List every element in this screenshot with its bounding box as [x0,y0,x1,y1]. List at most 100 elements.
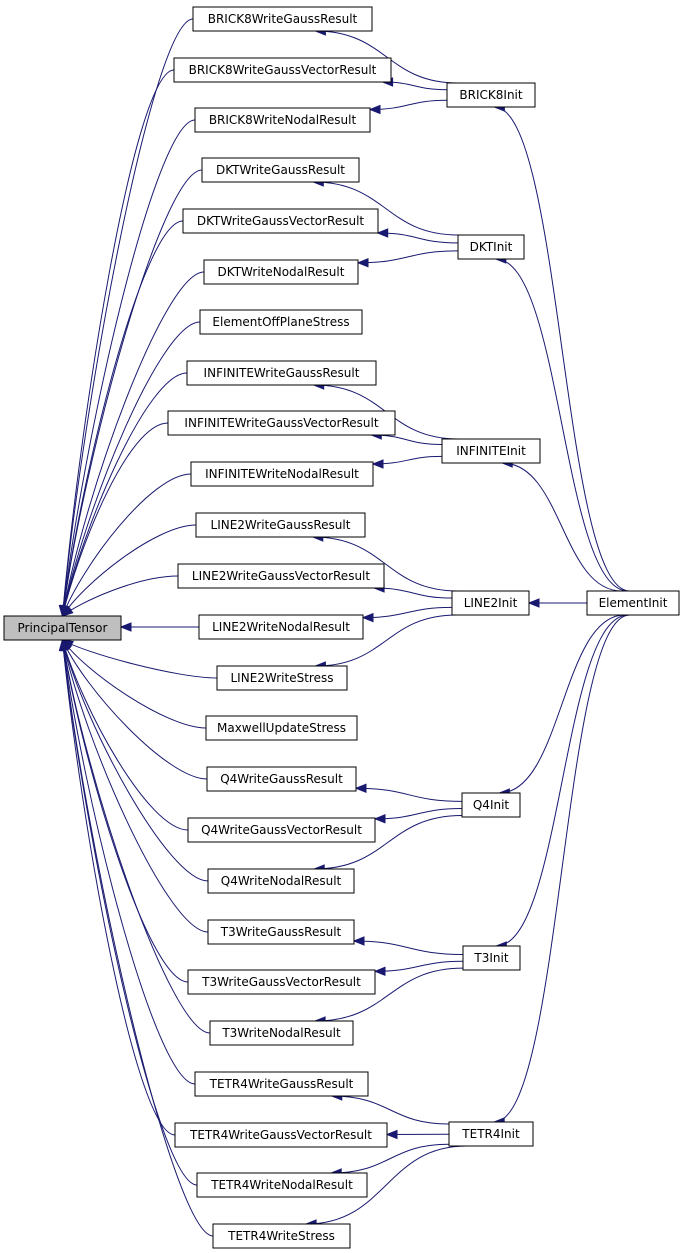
edge-line [312,536,459,592]
node-line2-write-gauss-vector-result[interactable]: LINE2WriteGaussVectorResult [177,563,385,589]
node-q4-init[interactable]: Q4Init [461,792,521,818]
svg-text:BRICK8Init: BRICK8Init [459,88,522,102]
edge-line [62,639,218,679]
node-infinite-write-gauss-result[interactable]: INFINITEWriteGaussResult [186,360,377,386]
edge-line [496,614,629,947]
edge-line [62,639,209,933]
svg-text:TETR4WriteGaussResult: TETR4WriteGaussResult [209,1077,354,1091]
node-dkt-write-gauss-result[interactable]: DKTWriteGaussResult [201,157,360,183]
edge-tetr4-write-gauss-result-to-principal-tensor [59,638,196,1085]
node-infinite-write-gauss-vector-result[interactable]: INFINITEWriteGaussVectorResult [167,410,396,436]
edge-tetr4-write-stress-to-principal-tensor [58,638,214,1237]
node-tetr4-write-gauss-result[interactable]: TETR4WriteGaussResult [194,1071,369,1097]
arrowhead [58,638,69,651]
edge-line [357,250,459,264]
node-t3-init[interactable]: T3Init [462,945,521,971]
node-q4-write-gauss-vector-result[interactable]: Q4WriteGaussVectorResult [187,817,376,843]
node-t3-write-nodal-result[interactable]: T3WriteNodalResult [209,1020,354,1046]
node-maxwell-update-stress[interactable]: MaxwellUpdateStress [205,715,358,741]
edge-line [371,434,443,445]
edge-line [494,614,630,1123]
edge-q4-init-to-q4-write-gauss-vector-result [373,807,463,824]
node-dkt-write-gauss-vector-result[interactable]: DKTWriteGaussVectorResult [182,208,379,234]
edge-line [331,1095,450,1125]
node-dkt-init[interactable]: DKTInit [457,234,525,260]
node-q4-write-nodal-result[interactable]: Q4WriteNodalResult [207,868,355,894]
edge-line [62,639,176,1136]
svg-text:INFINITEWriteGaussVectorResult: INFINITEWriteGaussVectorResult [184,416,378,430]
edge-line [62,321,201,617]
node-brick8-init[interactable]: BRICK8Init [446,82,536,108]
edge-element-init-to-infinite-init [500,458,622,592]
edge-brick8-init-to-brick8-write-gauss-vector-result [381,77,448,91]
edge-line [62,119,196,617]
node-line2-init[interactable]: LINE2Init [451,590,530,616]
arrowhead [61,605,74,617]
node-line2-write-stress[interactable]: LINE2WriteStress [216,665,348,691]
svg-text:INFINITEInit: INFINITEInit [456,444,526,458]
edge-t3-init-to-t3-write-gauss-vector-result [373,960,464,977]
edge-line [494,106,630,592]
edge-element-init-to-tetr4-init [492,614,630,1127]
node-brick8-write-nodal-result[interactable]: BRICK8WriteNodalResult [194,107,371,133]
nodes-layer: PrincipalTensor BRICK8WriteGaussResult B… [3,6,680,1249]
edge-line [62,639,209,882]
edge-line [374,807,463,820]
arrowhead [352,936,365,946]
edge-line [62,639,189,831]
edge-line [377,232,459,244]
svg-text:BRICK8WriteNodalResult: BRICK8WriteNodalResult [209,113,357,127]
edge-line [62,639,208,780]
edge-line [315,614,458,667]
edge-line [62,220,184,617]
edge-line [62,639,207,729]
edge-line [369,99,448,111]
node-line2-write-nodal-result[interactable]: LINE2WriteNodalResult [198,614,364,640]
edge-element-init-to-q4-init [498,614,625,798]
edge-line [315,967,464,1022]
node-element-init[interactable]: ElementInit [586,590,680,616]
node-tetr4-write-gauss-vector-result[interactable]: TETR4WriteGaussVectorResult [174,1122,388,1148]
node-tetr4-write-nodal-result[interactable]: TETR4WriteNodalResult [196,1172,368,1198]
edge-line [502,462,622,592]
node-tetr4-init[interactable]: TETR4Init [448,1121,534,1147]
node-element-off-plane-stress[interactable]: ElementOffPlaneStress [199,309,363,335]
edge-line [353,940,464,955]
node-infinite-init[interactable]: INFINITEInit [441,438,541,464]
arrowhead [119,622,132,632]
arrowhead [371,459,384,469]
svg-text:DKTWriteNodalResult: DKTWriteNodalResult [218,265,345,279]
svg-text:ElementInit: ElementInit [599,596,668,610]
svg-text:T3WriteGaussVectorResult: T3WriteGaussVectorResult [201,975,361,989]
edge-line [62,639,214,1237]
node-line2-write-gauss-result[interactable]: LINE2WriteGaussResult [195,512,366,538]
node-tetr4-write-stress[interactable]: TETR4WriteStress [212,1223,351,1249]
edge-brick8-write-nodal-result-to-principal-tensor [59,119,196,618]
edge-line2-write-nodal-result-to-principal-tensor [119,622,199,632]
node-t3-write-gauss-result[interactable]: T3WriteGaussResult [207,919,355,945]
svg-text:MaxwellUpdateStress: MaxwellUpdateStress [217,721,346,735]
arrowhead [376,228,389,238]
edge-infinite-init-to-infinite-write-nodal-result [371,455,443,469]
edge-line [331,1143,450,1174]
arrowhead [373,966,386,977]
edge-element-init-to-dkt-init [494,254,629,592]
svg-text:TETR4Init: TETR4Init [461,1127,520,1141]
edge-brick8-write-gauss-result-to-principal-tensor [58,18,194,618]
edge-element-init-to-line2-init [527,598,587,608]
edge-line [374,960,464,972]
edge-tetr4-init-to-tetr4-write-gauss-result [330,1091,450,1125]
node-infinite-write-nodal-result[interactable]: INFINITEWriteNodalResult [190,461,374,487]
arrowhead [527,598,540,608]
node-q4-write-gauss-result[interactable]: Q4WriteGaussResult [206,766,357,792]
svg-text:INFINITEWriteGaussResult: INFINITEWriteGaussResult [204,366,360,380]
node-brick8-write-gauss-vector-result[interactable]: BRICK8WriteGaussVectorResult [173,57,392,83]
edge-line2-init-to-line2-write-nodal-result [361,606,453,623]
arrowhead [368,104,381,115]
node-t3-write-gauss-vector-result[interactable]: T3WriteGaussVectorResult [187,969,376,995]
edge-dkt-init-to-dkt-write-nodal-result [356,250,459,268]
node-dkt-write-nodal-result[interactable]: DKTWriteNodalResult [203,259,359,285]
node-brick8-write-gauss-result[interactable]: BRICK8WriteGaussResult [192,6,373,32]
node-principal-tensor[interactable]: PrincipalTensor [3,615,122,641]
